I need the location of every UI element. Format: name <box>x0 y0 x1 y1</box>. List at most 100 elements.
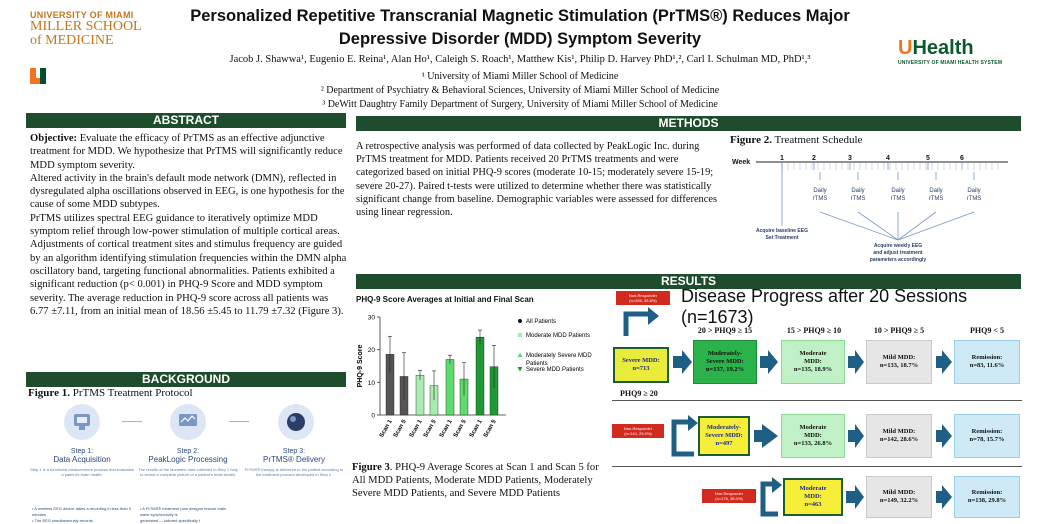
step-1-bullet-1-text: A wireless EEG device takes a recording … <box>32 506 132 517</box>
arrow-r1-1 <box>673 350 692 374</box>
head-coil-icon <box>287 413 305 431</box>
week-label: Week <box>732 159 750 166</box>
fig1-label: Figure 1. <box>28 387 70 399</box>
miller-school-logo: UNIVERSITY OF MIAMI MILLER SCHOOL of MED… <box>30 10 150 48</box>
weekly-text-2: and adjust treatment <box>873 250 923 256</box>
col-head-2: 15 > PHQ9 ≥ 10 <box>786 326 842 335</box>
weekly-text-1: Acquire weekly EEG <box>874 243 922 249</box>
row1-box-1: Moderately- Severe MDD: n=137, 19.2% <box>693 340 757 384</box>
x-tick-label: Scan 5 <box>393 418 408 438</box>
step-2-label: Step 2: <box>176 448 200 455</box>
step-1-desc: Step 1 is a functional measurement proce… <box>30 467 134 477</box>
step-1: Step 1: Data Acquisition Step 1 is a fun… <box>30 448 134 477</box>
x-tick-label: Scan 5 <box>423 418 438 438</box>
week-5: 5 <box>926 155 930 162</box>
r2b3-a: Remission: <box>971 428 1003 435</box>
affiliation-2: ² Department of Psychiatry & Behavioral … <box>320 85 720 96</box>
legend-marker-2 <box>518 333 522 337</box>
row2-box-3: Remission: n=78, 15.7% <box>954 414 1020 458</box>
abstract-heading: ABSTRACT <box>26 113 346 128</box>
disease-progress-title: Disease Progress after 20 Sessions (n=16… <box>681 286 968 327</box>
week-1: 1 <box>780 155 784 162</box>
r2b1-b: MDD: <box>804 432 822 439</box>
step-1-bullet-2-text: The EEG simultaneously records <box>34 518 93 523</box>
daily-label-4: Daily <box>929 188 942 194</box>
r1b3-a: Mild MDD: <box>882 354 916 361</box>
step-2-name: PeakLogic Processing <box>148 455 228 464</box>
col-head-1: 20 > PHQ9 ≥ 15 <box>697 326 753 335</box>
fig2-label: Figure 2. <box>730 134 772 146</box>
poster-title: Personalized Repetitive Transcranial Mag… <box>160 5 880 51</box>
r1b3-b: n=133, 18.7% <box>879 362 919 369</box>
r3b1-a: Mild MDD: <box>882 489 916 496</box>
weekly-text-3: parameters accordingly <box>870 257 927 263</box>
nr3-count: (n=176, 38.0%) <box>715 496 743 501</box>
u-logo-icon <box>30 68 46 84</box>
start2-a: Moderately- <box>706 424 742 431</box>
rtms-label-5: rTMS <box>967 196 982 202</box>
legend-marker-4 <box>517 367 523 372</box>
rtms-label-1: rTMS <box>813 196 828 202</box>
r2b2-a: Mild MDD: <box>882 428 916 435</box>
y-tick-label: 10 <box>368 380 376 387</box>
start2-c: n=497 <box>715 440 733 447</box>
step-3: Step 3: PrTMS® Delivery PrTMS® therapy i… <box>242 448 346 477</box>
figure-1-caption: Figure 1. PrTMS Treatment Protocol <box>28 387 193 399</box>
step-3-label: Step 3: <box>282 448 306 455</box>
week-2: 2 <box>812 155 816 162</box>
row1-box-3: Mild MDD: n=133, 18.7% <box>866 340 932 384</box>
arrow-r1-2 <box>760 350 778 374</box>
arrow-r1-4 <box>936 350 952 374</box>
step-1-label: Step 1: <box>70 448 94 455</box>
uhealth-name: UHealth <box>898 37 974 59</box>
r1b2-a: Moderate <box>799 350 827 357</box>
step-3-name: PrTMS® Delivery <box>263 455 325 464</box>
start1-a: Severe MDD: <box>622 357 660 364</box>
loop-arrow-row-3 <box>760 477 782 517</box>
start3-a: Moderate <box>799 485 827 492</box>
y-tick-label: 0 <box>371 413 375 420</box>
row2-box-1: Moderate MDD: n=133, 26.8% <box>781 414 845 458</box>
legend-label-4: Severe MDD Patients <box>526 367 584 373</box>
bar-4-1 <box>475 337 485 416</box>
objective-text: Evaluate the efficacy of PrTMS as an eff… <box>30 133 343 171</box>
step-2-bullet-2: generated — tailored specifically t <box>140 518 236 524</box>
nr3-label: Non-Responder <box>714 491 744 496</box>
step-2-bullets: • A PrTMS® treatment plan designs restor… <box>140 506 236 524</box>
loop-arrow-row-2 <box>671 415 698 457</box>
row3-box-1: Mild MDD: n=149, 32.2% <box>866 476 932 518</box>
r1b4-b: n=83, 11.6% <box>969 362 1005 369</box>
uhealth-subtitle: UNIVERSITY OF MIAMI HEALTH SYSTEM <box>898 60 1003 66</box>
daily-label-1: Daily <box>813 188 826 194</box>
objective-label: Objective: <box>30 133 78 144</box>
figure-3-caption: Figure 3. PHQ-9 Average Scores at Scan 1… <box>352 461 614 501</box>
r3b1-b: n=149, 32.2% <box>879 497 919 504</box>
background-heading: BACKGROUND <box>26 372 346 387</box>
y-tick-label: 20 <box>368 347 376 354</box>
arrow-r2-1 <box>754 424 778 448</box>
r1b4-a: Remission: <box>971 354 1003 361</box>
step-2-bullet-2-text: generated — tailored specifically t <box>140 518 201 523</box>
y-tick-label: 30 <box>368 315 376 322</box>
results-heading: RESULTS <box>356 274 1021 289</box>
r2b1-c: n=133, 26.8% <box>793 440 833 447</box>
start-severe-mdd: Severe MDD: n=713 <box>613 347 669 383</box>
week-3: 3 <box>848 155 852 162</box>
loop-arrow-row-1 <box>623 307 659 336</box>
row1-box-2: Moderate MDD: n=135, 18.9% <box>781 340 845 384</box>
uhealth-word: Health <box>912 37 974 59</box>
arrow-r2-3 <box>936 424 952 448</box>
r1b1-c: n=137, 19.2% <box>705 366 745 373</box>
legend-label-3: Patients <box>526 361 548 367</box>
legend-marker-3 <box>517 352 523 357</box>
start3-b: MDD: <box>804 493 822 500</box>
title-line-2: Depressive Disorder (MDD) Symptom Severi… <box>338 30 702 48</box>
x-tick-label: Scan 5 <box>453 418 468 438</box>
r1b2-b: MDD: <box>804 358 822 365</box>
daily-label-2: Daily <box>851 188 864 194</box>
r1b1-a: Moderately- <box>707 350 743 357</box>
week-4: 4 <box>886 155 890 162</box>
affiliation-3: ³ DeWitt Daughtry Family Department of S… <box>322 99 718 110</box>
baseline-text-2: Set Treatment <box>765 235 798 241</box>
